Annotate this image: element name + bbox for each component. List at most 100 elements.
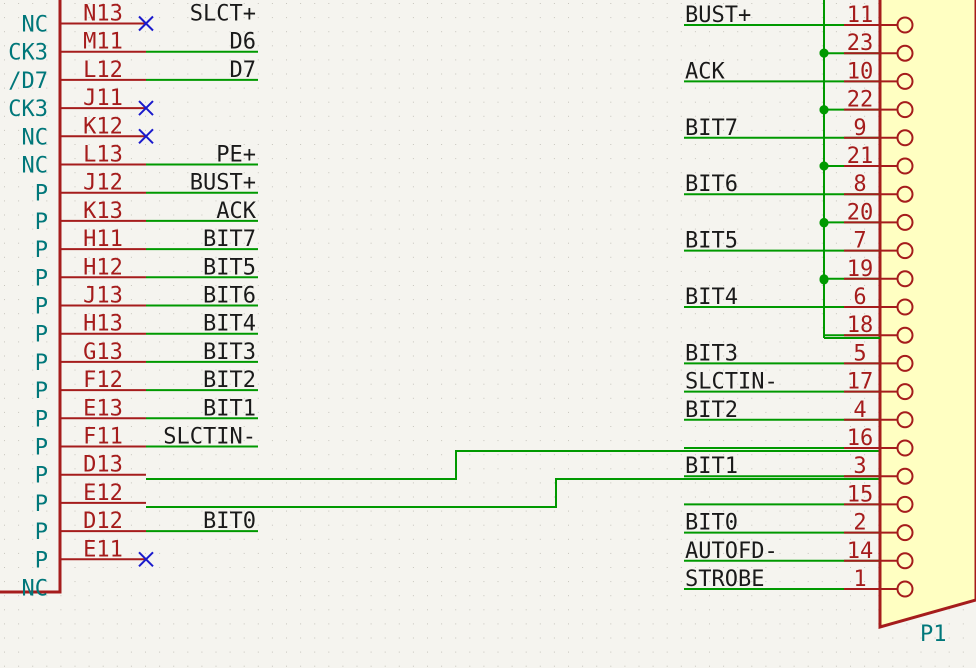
net-label[interactable]: BIT0 xyxy=(203,509,256,534)
grid-dot xyxy=(483,623,485,625)
net-label[interactable]: AUTOFD- xyxy=(685,539,778,564)
net-label[interactable]: BIT7 xyxy=(203,227,256,252)
net-label[interactable]: ACK xyxy=(685,59,725,84)
net-label[interactable]: PE+ xyxy=(216,143,256,168)
net-label[interactable]: BIT2 xyxy=(685,398,738,423)
no-connect-flag[interactable] xyxy=(138,551,154,568)
grid-dot xyxy=(568,228,569,230)
grid-dot xyxy=(596,31,598,33)
net-label[interactable]: D7 xyxy=(230,58,257,83)
wire-d13-to-p1-pin3[interactable] xyxy=(146,450,880,480)
grid-dot xyxy=(102,73,104,75)
net-label[interactable]: SLCT+ xyxy=(190,2,256,27)
net-label[interactable]: BIT6 xyxy=(203,284,256,309)
grid-dot xyxy=(130,285,132,286)
grid-dot xyxy=(145,510,146,512)
grid-dot xyxy=(441,101,443,103)
net-label[interactable]: BUST+ xyxy=(190,171,256,196)
crossing-wires[interactable] xyxy=(146,450,880,508)
connector-p1[interactable]: 11BUST+2310ACK229BIT7218BIT6207BIT5196BI… xyxy=(684,0,976,647)
grid-dot xyxy=(229,411,231,413)
wire-e12-to-p1-pin2[interactable] xyxy=(146,478,880,508)
net-label[interactable]: SLCTIN- xyxy=(685,370,778,395)
grid-dot xyxy=(793,313,795,315)
grid-dot xyxy=(723,158,725,160)
no-connect-flag[interactable] xyxy=(138,15,154,32)
grid-dot xyxy=(215,200,217,202)
grid-dot xyxy=(652,256,654,258)
net-label[interactable]: BUST+ xyxy=(685,3,751,28)
net-label[interactable]: BIT6 xyxy=(685,172,738,197)
grid-dot xyxy=(356,637,358,639)
p1-pin[interactable]: 18 xyxy=(824,313,914,344)
grid-dot xyxy=(497,17,499,19)
net-label[interactable]: SLCTIN- xyxy=(163,425,256,450)
net-label[interactable]: BIT1 xyxy=(685,454,738,479)
p1-pin[interactable]: 15 xyxy=(684,482,914,513)
grid-dot xyxy=(384,31,386,33)
net-label[interactable]: BIT1 xyxy=(203,396,256,421)
grid-dot xyxy=(624,496,626,498)
net-label[interactable]: BIT2 xyxy=(203,368,256,393)
net-label[interactable]: BIT3 xyxy=(685,341,738,366)
net-label[interactable]: D6 xyxy=(230,30,257,55)
grid-dot xyxy=(412,383,414,385)
net-label[interactable]: BIT4 xyxy=(203,312,256,337)
grid-dot xyxy=(610,129,612,131)
net-label[interactable]: BIT5 xyxy=(203,255,256,280)
grid-dot xyxy=(370,101,372,103)
p1-pin[interactable]: 21 xyxy=(819,144,914,175)
net-label[interactable]: BIT0 xyxy=(685,511,738,536)
grid-dot xyxy=(102,31,104,33)
p1-pin[interactable]: 16 xyxy=(684,426,914,457)
grid-dot xyxy=(666,411,668,413)
net-label[interactable]: BIT5 xyxy=(685,229,738,254)
left-pin[interactable]: NC xyxy=(22,577,49,602)
no-connect-flag[interactable] xyxy=(138,128,154,145)
p1-pin[interactable]: 19 xyxy=(819,257,914,288)
grid-dot xyxy=(18,482,20,484)
grid-dot xyxy=(145,665,146,667)
no-connect-flag[interactable] xyxy=(138,100,154,116)
grid-dot xyxy=(88,299,90,301)
net-label[interactable]: BIT3 xyxy=(203,340,256,365)
net-label[interactable]: ACK xyxy=(216,199,256,224)
net-label[interactable]: BIT4 xyxy=(685,285,738,310)
net-label[interactable]: STROBE xyxy=(685,567,764,592)
net-label[interactable]: BIT7 xyxy=(685,116,738,141)
